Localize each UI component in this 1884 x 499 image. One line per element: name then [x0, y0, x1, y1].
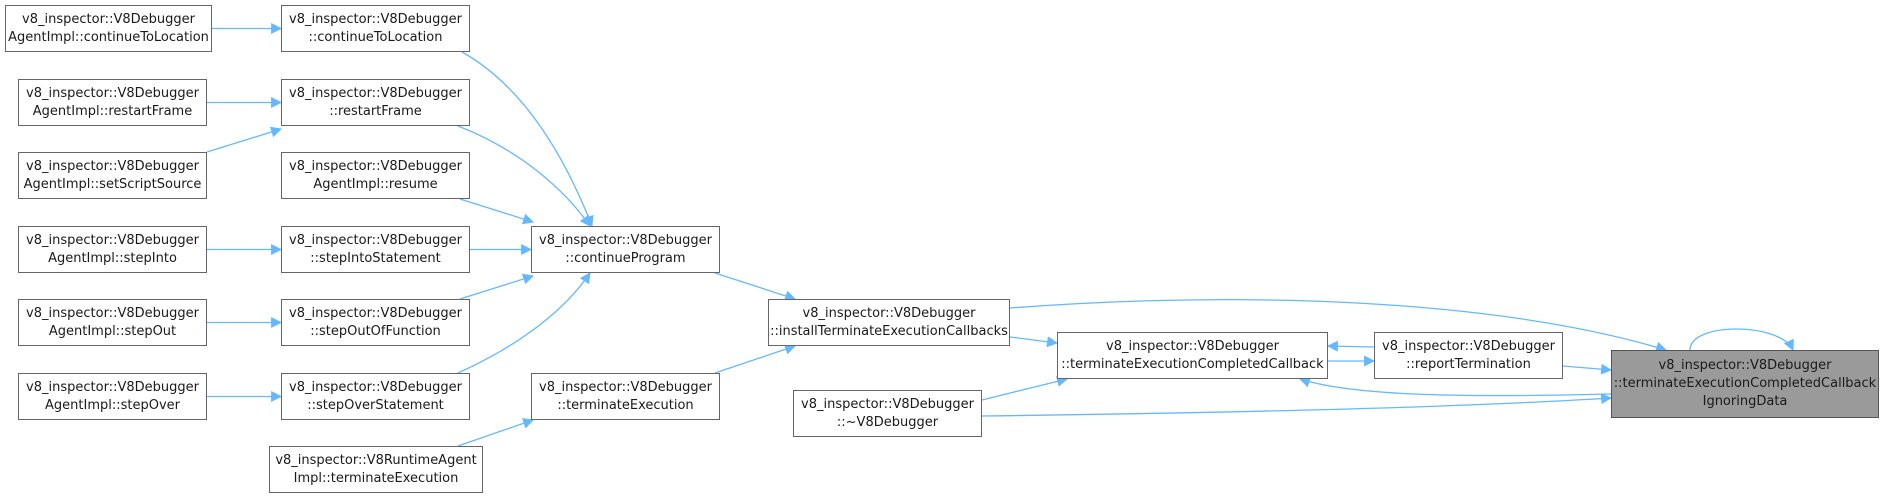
graph-node-label: AgentImpl::resume — [313, 176, 438, 192]
graph-node-label: ::reportTermination — [1406, 356, 1531, 372]
graph-node-label: ::installTerminateExecutionCallbacks — [770, 323, 1008, 339]
graph-node-label: AgentImpl::stepOver — [45, 397, 180, 413]
graph-edge-d1-e1 — [1009, 336, 1059, 348]
graph-edge-b6-c1 — [457, 272, 591, 374]
graph-node-label: AgentImpl::continueToLocation — [8, 29, 209, 45]
graph-node-label: ::stepOverStatement — [307, 397, 444, 413]
graph-node-c1[interactable]: v8_inspector::V8Debugger::continueProgra… — [531, 226, 720, 273]
graph-node-label: v8_inspector::V8Debugger — [26, 158, 199, 174]
graph-node-label: ::terminateExecutionCompletedCallback — [1613, 376, 1877, 391]
graph-node-label: ::restartFrame — [329, 103, 422, 119]
graph-node-label: ::terminateExecutionCompletedCallback — [1061, 356, 1324, 372]
graph-edge-d2-g1 — [981, 393, 1613, 417]
graph-node-label: v8_inspector::V8Debugger — [22, 11, 195, 27]
graph-node-label: v8_inspector::V8Debugger — [802, 305, 976, 321]
graph-node-b2[interactable]: v8_inspector::V8Debugger::restartFrame — [281, 79, 470, 126]
graph-edge-a3-b2 — [206, 126, 283, 153]
graph-node-label: v8_inspector::V8Debugger — [26, 305, 199, 321]
graph-edge-g1-g1 — [1689, 328, 1794, 351]
graph-node-label: ::stepIntoStatement — [310, 250, 441, 266]
graph-edge-f1-g1 — [1562, 363, 1613, 375]
graph-node-b4[interactable]: v8_inspector::V8Debugger::stepIntoStatem… — [281, 226, 470, 273]
graph-node-d1[interactable]: v8_inspector::V8Debugger::installTermina… — [768, 299, 1010, 346]
graph-edge-c1-d1 — [714, 272, 797, 302]
graph-node-label: ::continueToLocation — [308, 29, 443, 45]
graph-node-c2[interactable]: v8_inspector::V8Debugger::terminateExecu… — [531, 373, 720, 420]
graph-node-label: v8_inspector::V8Debugger — [289, 11, 462, 27]
graph-node-label: v8_inspector::V8Debugger — [1106, 338, 1279, 354]
graph-node-label: IgnoringData — [1702, 394, 1788, 409]
graph-node-f1[interactable]: v8_inspector::V8Debugger::reportTerminat… — [1374, 332, 1563, 379]
graph-node-e1[interactable]: v8_inspector::V8Debugger::terminateExecu… — [1057, 332, 1328, 379]
graph-node-label: v8_inspector::V8RuntimeAgent — [275, 452, 477, 468]
graph-node-label: v8_inspector::V8Debugger — [1658, 358, 1832, 373]
graph-node-label: AgentImpl::stepOut — [48, 323, 177, 339]
graph-edge-b2-c1 — [457, 125, 591, 227]
graph-edge-b1-c1 — [461, 51, 594, 228]
graph-node-label: ::continueProgram — [565, 250, 686, 266]
graph-node-label: ::stepOutOfFunction — [310, 323, 441, 339]
graph-edge-b5-c1 — [459, 273, 535, 300]
graph-node-label: v8_inspector::V8Debugger — [289, 305, 462, 321]
graph-node-label: Impl::terminateExecution — [293, 470, 459, 486]
graph-node-label: v8_inspector::V8Debugger — [289, 158, 462, 174]
graph-node-label: ::terminateExecution — [557, 397, 694, 413]
graph-edge-g1-e1 — [1298, 376, 1612, 397]
graph-node-label: v8_inspector::V8Debugger — [289, 85, 462, 101]
graph-node-b1[interactable]: v8_inspector::V8Debugger::continueToLoca… — [281, 5, 470, 52]
graph-node-g1[interactable]: v8_inspector::V8Debugger::terminateExecu… — [1611, 350, 1879, 418]
graph-node-label: v8_inspector::V8Debugger — [26, 232, 199, 248]
graph-node-label: v8_inspector::V8Debugger — [539, 379, 712, 395]
graph-edge-c2-d1 — [714, 343, 797, 374]
graph-edge-f1-e1 — [1326, 340, 1375, 352]
graph-edge-b3-c1 — [459, 198, 535, 225]
graph-node-label: v8_inspector::V8Debugger — [26, 85, 199, 101]
graph-node-label: ::~V8Debugger — [836, 414, 939, 430]
graph-node-label: AgentImpl::setScriptSource — [23, 176, 202, 192]
graph-node-label: v8_inspector::V8Debugger — [1382, 338, 1555, 354]
graph-node-label: v8_inspector::V8Debugger — [539, 232, 712, 248]
graph-node-label: AgentImpl::stepInto — [48, 250, 177, 266]
graph-node-b5[interactable]: v8_inspector::V8Debugger::stepOutOfFunct… — [281, 299, 470, 346]
graph-node-b6[interactable]: v8_inspector::V8Debugger::stepOverStatem… — [281, 373, 470, 420]
graph-edge-d2-e1 — [981, 376, 1069, 401]
graph-node-label: v8_inspector::V8Debugger — [26, 379, 199, 395]
graph-edge-b7-c2 — [457, 418, 535, 447]
graph-node-label: v8_inspector::V8Debugger — [289, 232, 462, 248]
graph-node-label: v8_inspector::V8Debugger — [801, 396, 974, 412]
graph-node-label: v8_inspector::V8Debugger — [289, 379, 462, 395]
graph-node-d2[interactable]: v8_inspector::V8Debugger::~V8Debugger — [793, 390, 982, 437]
graph-edge-d1-g1 — [1009, 299, 1668, 353]
graph-node-label: AgentImpl::restartFrame — [32, 103, 193, 119]
